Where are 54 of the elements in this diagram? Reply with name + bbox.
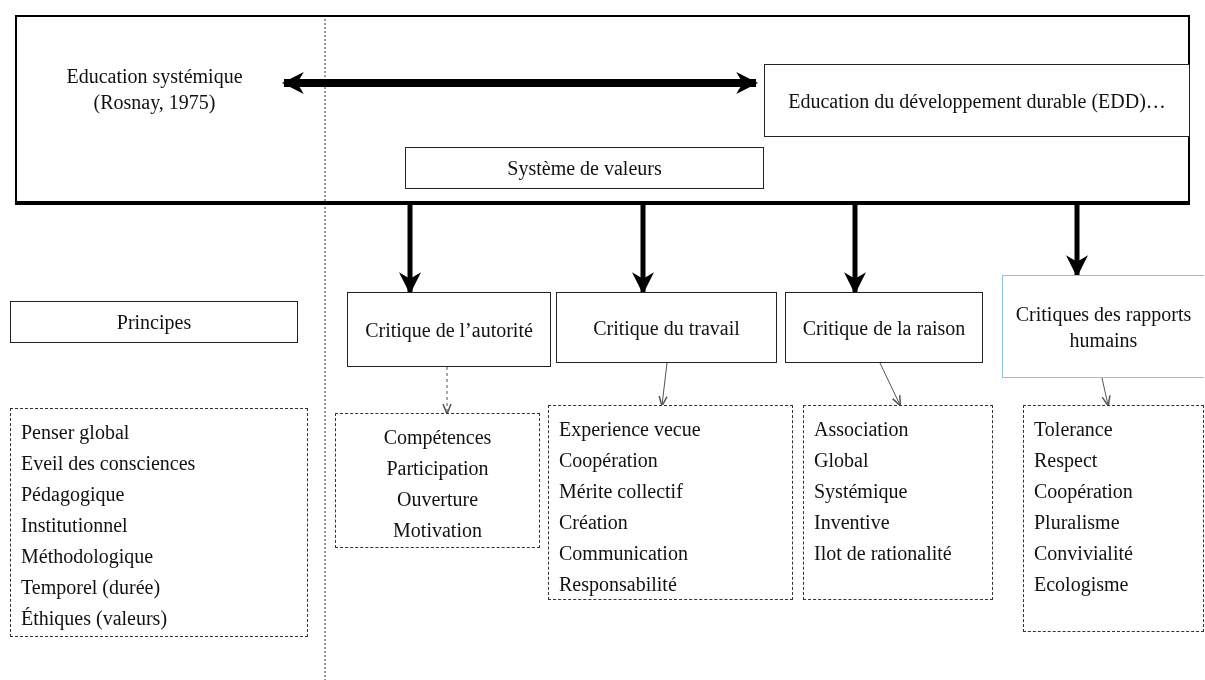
box-label: Critiques des rapports humains bbox=[1014, 301, 1193, 353]
list-box bbox=[10, 408, 308, 637]
text-box bbox=[1002, 275, 1204, 378]
list-item: Association bbox=[814, 417, 909, 442]
text-box bbox=[405, 147, 764, 189]
list-box bbox=[1023, 405, 1204, 632]
list-item: Participation bbox=[386, 456, 489, 482]
list-item: Temporel (durée) bbox=[21, 575, 161, 601]
list-box bbox=[335, 413, 540, 548]
frame-box bbox=[15, 15, 1190, 205]
arrow bbox=[879, 362, 902, 407]
list-item: Respect bbox=[1034, 448, 1098, 474]
list-item: Inventive bbox=[814, 510, 890, 535]
list-item: Coopération bbox=[559, 448, 658, 474]
list-item: Communication bbox=[559, 541, 688, 566]
box-label: Principes bbox=[116, 310, 192, 335]
list-item: Institutionnel bbox=[21, 513, 128, 538]
text-box bbox=[10, 301, 298, 343]
text-box bbox=[764, 64, 1190, 137]
arrow bbox=[658, 362, 668, 407]
list-box bbox=[548, 405, 793, 600]
heading-text: Education systémique (Rosnay, 1975) bbox=[65, 64, 244, 115]
list-item: Création bbox=[559, 510, 628, 535]
list-item: Responsabilité bbox=[559, 572, 677, 598]
list-item: Penser global bbox=[21, 420, 130, 446]
list-item: Systémique bbox=[814, 479, 908, 505]
list-item: Ecologisme bbox=[1034, 572, 1129, 598]
list-item: Méthodologique bbox=[21, 544, 154, 570]
box-label: Critique du travail bbox=[593, 315, 740, 341]
list-item: Pluralisme bbox=[1034, 510, 1120, 535]
list-item: Compétences bbox=[383, 425, 492, 451]
list-item: Éthiques (valeurs) bbox=[21, 606, 168, 632]
list-item: Convivialité bbox=[1034, 541, 1133, 566]
list-item: Tolerance bbox=[1034, 417, 1113, 442]
list-item: Ilot de rationalité bbox=[814, 541, 952, 566]
box-label: Critique de la raison bbox=[802, 315, 966, 341]
arrow bbox=[1101, 377, 1111, 407]
box-label: Education du développement durable (EDD)… bbox=[788, 88, 1166, 114]
list-item: Motivation bbox=[393, 518, 482, 543]
box-label: Système de valeurs bbox=[507, 156, 662, 181]
arrow bbox=[281, 72, 759, 94]
text-box bbox=[347, 292, 551, 367]
text-box bbox=[785, 292, 983, 363]
list-item: Global bbox=[814, 448, 869, 473]
list-item: Coopération bbox=[1034, 479, 1133, 505]
box-label: Critique de l’autorité bbox=[365, 317, 533, 343]
arrow bbox=[442, 366, 452, 415]
list-item: Experience vecue bbox=[559, 417, 701, 443]
list-item: Ouverture bbox=[396, 487, 479, 512]
list-item: Mérite collectif bbox=[559, 479, 683, 504]
list-box bbox=[803, 405, 993, 600]
list-item: Pédagogique bbox=[21, 482, 125, 508]
list-item: Eveil des consciences bbox=[21, 451, 196, 476]
text-box bbox=[556, 292, 777, 363]
